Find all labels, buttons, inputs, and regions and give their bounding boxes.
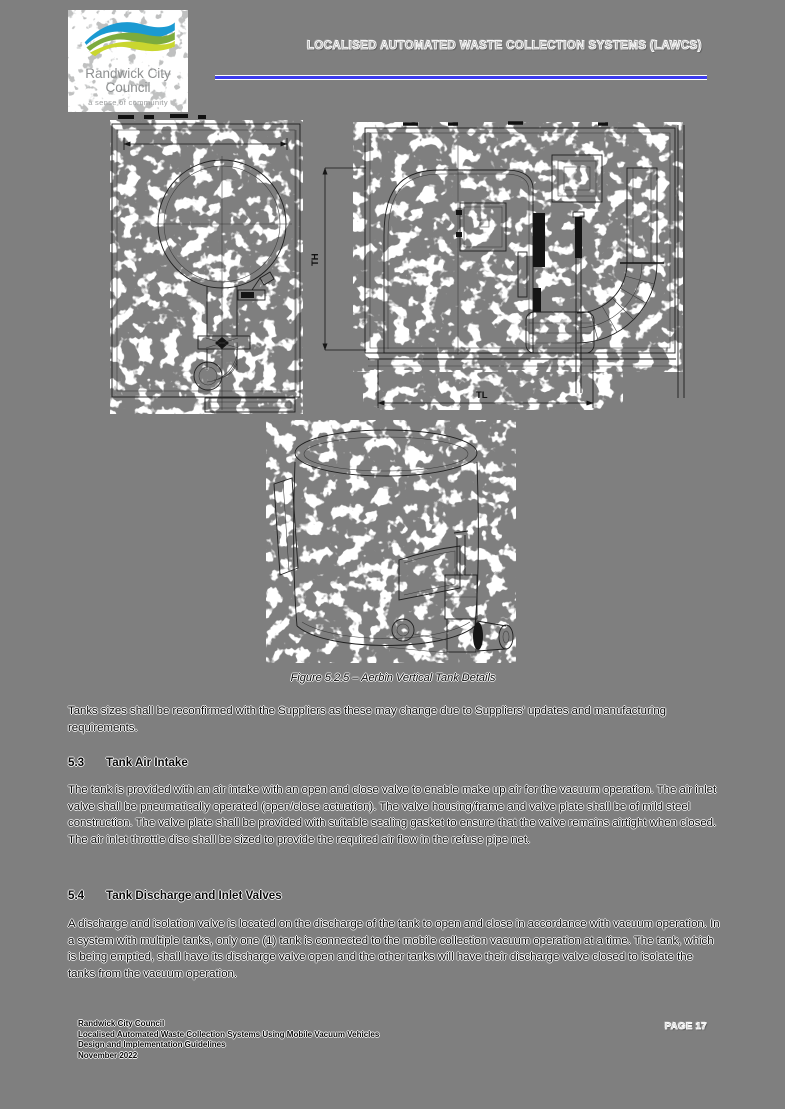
section-number: 5.3 <box>68 756 85 769</box>
document-header-title: LOCALISED AUTOMATED WASTE COLLECTION SYS… <box>307 40 703 53</box>
section-number: 5.4 <box>68 889 85 902</box>
section-title: Tank Discharge and Inlet Valves <box>106 889 282 902</box>
header-rule <box>215 76 707 79</box>
page-number: PAGE 17 <box>664 1021 707 1033</box>
logo-text-line2: Council <box>105 80 151 95</box>
intro-paragraph: Tanks sizes shall be reconfirmed with th… <box>68 705 666 734</box>
section-heading-5-4: 5.4 Tank Discharge and Inlet Valves <box>68 889 720 902</box>
section-heading-5-3: 5.3 Tank Air Intake <box>68 756 720 769</box>
section-body-5-4: A discharge and isolation valve is locat… <box>68 918 720 980</box>
section-title: Tank Air Intake <box>106 756 188 769</box>
logo-tagline: a sense of community <box>88 98 168 107</box>
section-body-5-3: The tank is provided with an air intake … <box>68 784 717 846</box>
footer-block: Randwick City Council Localised Automate… <box>78 1019 379 1061</box>
figure-caption: Figure 5.2.5 – Aerbin Vertical Tank Deta… <box>290 672 496 684</box>
tank-isometric-view-drawing <box>266 420 516 663</box>
logo-text-line1: Randwick City <box>85 66 171 81</box>
footer-line-date: November 2022 <box>78 1050 138 1060</box>
dim-height-label: TH <box>310 253 321 266</box>
footer-line-system: Localised Automated Waste Collection Sys… <box>78 1029 380 1039</box>
logo-wave-icon <box>84 22 175 57</box>
tank-front-view-drawing <box>110 114 303 414</box>
tank-side-view-drawing: TH <box>310 121 685 410</box>
footer-line-guidelines: Design and Implementation Guidelines <box>78 1040 226 1049</box>
dim-length-label: TL <box>476 390 488 401</box>
footer-line-council: Randwick City Council <box>78 1019 165 1028</box>
council-logo: Randwick City Council a sense of communi… <box>68 10 188 112</box>
